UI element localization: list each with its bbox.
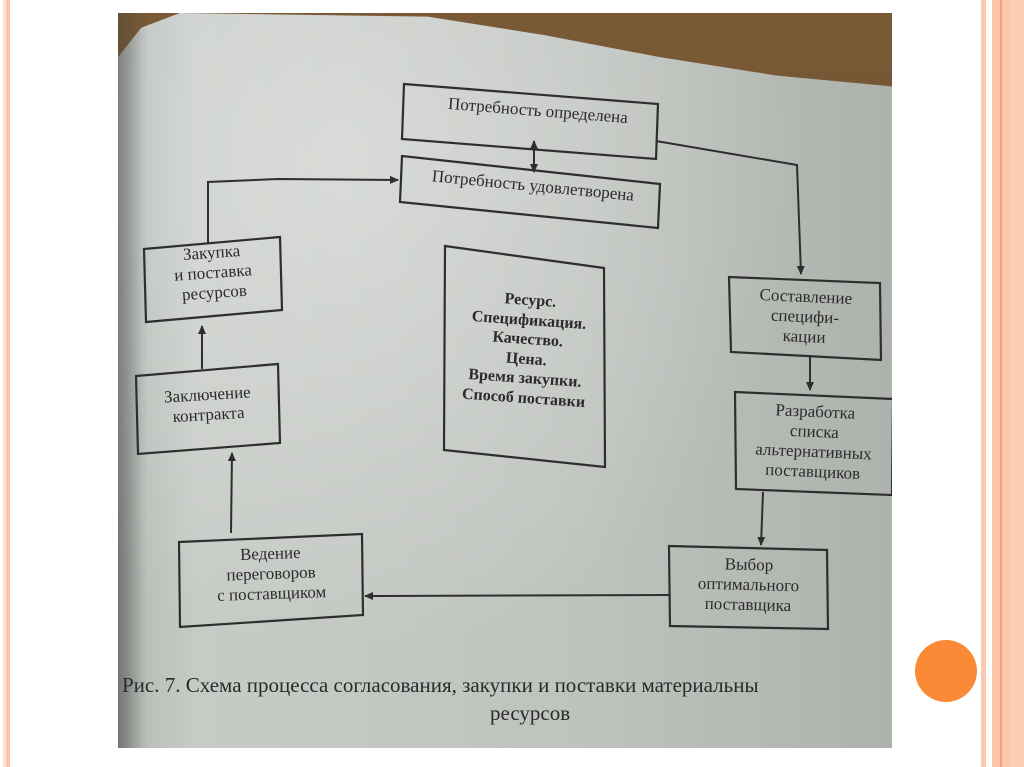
paper-page (118, 13, 892, 748)
edge-negotiations-to-contract (227, 452, 236, 534)
box-need-satisfied (398, 154, 662, 230)
right-decor-stripe-1 (981, 0, 986, 767)
left-decor-stripe (6, 0, 10, 767)
box-need-defined (400, 82, 660, 161)
right-decor-stripe-5 (1010, 0, 1024, 767)
right-decor-stripe-2 (992, 0, 1000, 767)
figure-caption-line-1: Рис. 7. Схема процесса согласования, зак… (122, 673, 759, 697)
box-negotiations (177, 532, 365, 629)
figure-caption-line-2: ресурсов (490, 701, 571, 725)
edge-purchase-to-satisfied (207, 175, 399, 243)
edge-choice-to-negotiations (364, 591, 670, 600)
label-supplier-choice-line: поставщика (704, 593, 792, 615)
flowchart (134, 82, 892, 631)
edge-list-to-choice (757, 491, 766, 546)
right-decor-stripe-4 (1002, 0, 1010, 767)
book-page-photo: Потребность определена Потребность удовл… (118, 13, 892, 748)
label-purchase: Закупка и поставка ресурсов (144, 238, 282, 307)
edge-need-to-specification (655, 140, 805, 275)
label-negotiations: Ведение переговоров с поставщиком (179, 541, 363, 607)
label-specification: Составление специфи- кации (729, 284, 881, 350)
page-binding-shadow (118, 13, 148, 748)
box-contract (134, 362, 282, 456)
box-supplier-choice (667, 544, 830, 631)
box-specification (727, 275, 883, 362)
label-center-parameters: Ресурс. Спецификация. Качество. Цена. Вр… (444, 286, 610, 414)
left-decor-stripe-light (3, 0, 6, 767)
box-supplier-list (733, 390, 892, 497)
box-purchase (142, 235, 284, 324)
label-supplier-choice: Выбор оптимального поставщика (669, 553, 828, 617)
label-supplier-list: Разработка списка альтернативных поставщ… (734, 399, 892, 485)
right-decor-stripe-3 (1000, 0, 1002, 767)
box-center-parameters (442, 244, 607, 469)
orange-circle-decoration (915, 640, 977, 702)
